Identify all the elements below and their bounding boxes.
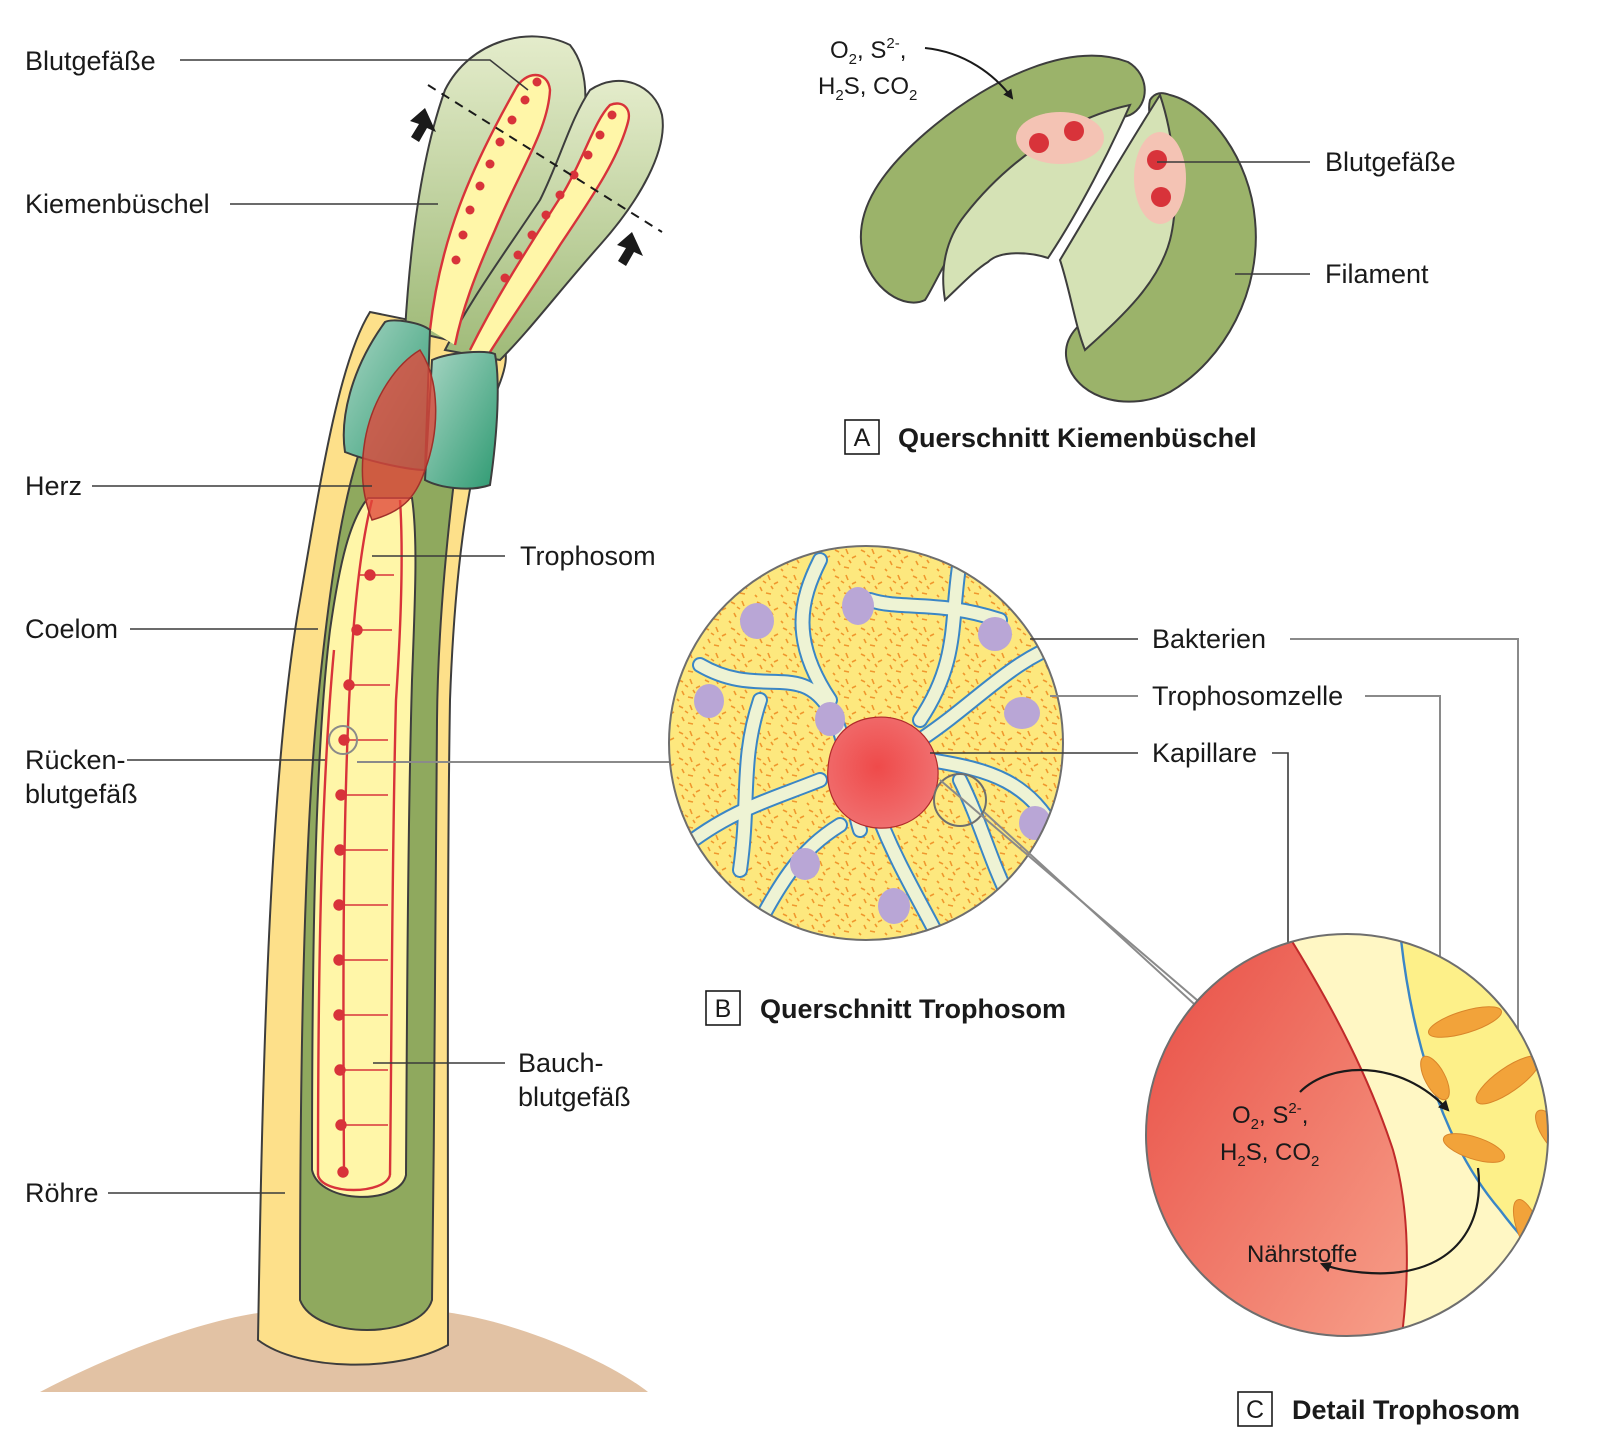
- caption-a-text: Querschnitt Kiemenbüschel: [898, 423, 1257, 453]
- blood-vessel-a2: [1064, 121, 1084, 141]
- blood-area-left: [1016, 112, 1104, 164]
- blood-vessel-a1: [1029, 133, 1049, 153]
- chem-label-a-line2: H2S, CO2: [818, 73, 917, 104]
- gill-vessel-dots: [451, 77, 617, 283]
- chem-label-c-line2: H2S, CO2: [1220, 1139, 1319, 1170]
- label-naehrstoffe: Nährstoffe: [1247, 1241, 1357, 1268]
- panel-b-trophosome-cross-section: Bakterien Trophosomzelle Kapillare B Que…: [668, 545, 1343, 1026]
- vessel-loop-bottom: [316, 1174, 392, 1192]
- caption-b-text: Querschnitt Trophosom: [760, 994, 1066, 1024]
- leader-bakterien-c: [1290, 638, 1519, 1068]
- caption-a-box: [844, 419, 880, 455]
- label-herz: Herz: [25, 471, 82, 501]
- chem-label-c-line1: O2, S2-,: [1232, 1100, 1308, 1133]
- blood-vessel-a3: [1147, 150, 1167, 170]
- label-trophosomzelle: Trophosomzelle: [1152, 681, 1343, 711]
- vestimentum-collar-right: [423, 351, 499, 490]
- blood-edge: [1284, 934, 1408, 1336]
- gill-vessel-right: [468, 102, 631, 361]
- caption-c-text: Detail Trophosom: [1292, 1395, 1520, 1425]
- label-kapillare: Kapillare: [1152, 738, 1257, 768]
- cycle-arrow-upper: [1299, 1069, 1450, 1112]
- label-ruecken-2: blutgefäß: [25, 779, 138, 809]
- blood-area-right: [1134, 132, 1186, 224]
- zoom-marker-c: [933, 773, 987, 827]
- zoom-connector-c-lower: [983, 811, 1217, 1025]
- label-bauch-1: Bauch-: [518, 1048, 604, 1078]
- label-blutgefaesse-left: Blutgefäße: [25, 46, 156, 76]
- central-capillary: [827, 716, 939, 829]
- trophosome-cell-nuclei: [694, 587, 1051, 924]
- label-bauch-2: blutgefäß: [518, 1082, 631, 1112]
- caption-a-letter: A: [854, 424, 871, 452]
- cut-arrow-upper: [410, 108, 436, 142]
- trophosome-vessel-dots: [333, 569, 394, 1178]
- label-ruecken-1: Rücken-: [25, 745, 126, 775]
- panel-a-gill-cross-section: O2, S2-, H2S, CO2 Blutgefäße Filament A …: [818, 35, 1456, 455]
- cut-arrow-lower: [617, 232, 643, 266]
- section-cut-line: [427, 84, 663, 233]
- label-kiemenbueschel: Kiemenbüschel: [25, 189, 210, 219]
- worm-labels: Blutgefäße Kiemenbüschel Herz Trophosom …: [25, 46, 656, 1208]
- trophosome: [310, 497, 417, 1198]
- caption-b-box: [705, 990, 741, 1026]
- blood-region: [1146, 934, 1407, 1336]
- zoom-marker-b: [328, 725, 358, 755]
- cycle-arrow-lower: [1319, 1167, 1481, 1275]
- blood-vessel-a4: [1151, 187, 1171, 207]
- dorsal-blood-vessel: [342, 499, 374, 1176]
- chem-label-a-line1: O2, S2-,: [830, 35, 906, 68]
- label-coelom: Coelom: [25, 614, 118, 644]
- ventral-blood-vessel: [316, 499, 403, 1176]
- leader-trophosomzelle-c: [1365, 695, 1441, 998]
- label-roehre: Röhre: [25, 1178, 99, 1208]
- label-bakterien: Bakterien: [1152, 624, 1266, 654]
- label-filament: Filament: [1325, 259, 1429, 289]
- heart: [361, 348, 437, 521]
- tube-worm: [40, 35, 664, 1392]
- caption-b-letter: B: [715, 995, 732, 1023]
- gill-vessel-left: [428, 73, 552, 346]
- caption-c-box: [1237, 1391, 1273, 1427]
- label-blutgefaesse-a: Blutgefäße: [1325, 147, 1456, 177]
- panel-c-trophosome-detail: O2, S2-, H2S, CO2 Nährstoffe C Detail Tr…: [1145, 933, 1549, 1427]
- label-trophosom: Trophosom: [520, 541, 656, 571]
- caption-c-letter: C: [1246, 1396, 1264, 1424]
- uptake-arrow-a: [924, 47, 1014, 100]
